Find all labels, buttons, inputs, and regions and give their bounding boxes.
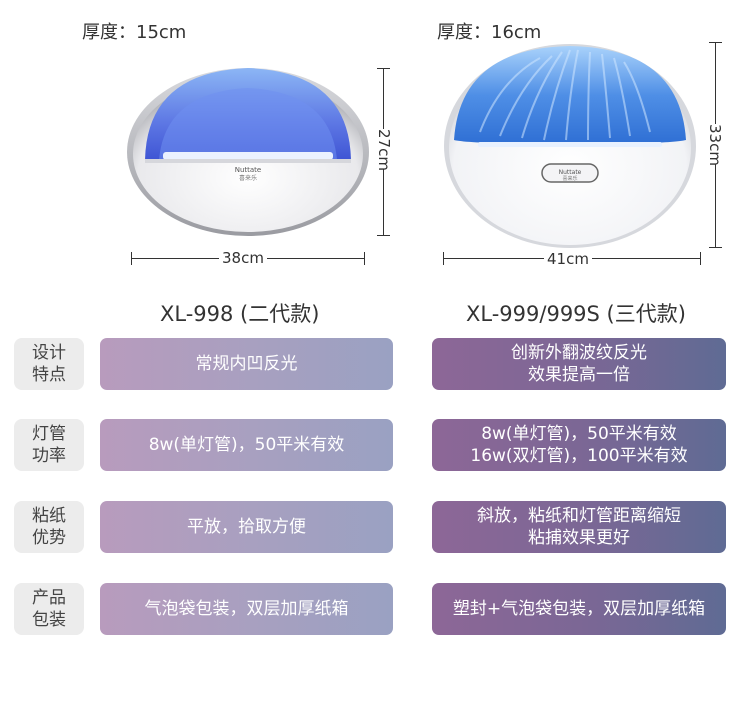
left-width-tick-start (131, 252, 132, 265)
row-label-packaging: 产品 包装 (14, 583, 84, 635)
cell-text: 创新外翻波纹反光 (511, 343, 647, 363)
row-label-line: 产品 (32, 588, 66, 608)
right-width-tick-start (443, 252, 444, 265)
right-height-tick-bottom (709, 247, 722, 248)
row-label-line: 包装 (32, 610, 66, 630)
row-label-line: 优势 (32, 528, 66, 548)
right-product-image: Nuttate 喜来乐 (444, 44, 696, 248)
left-height-label: 27cm (375, 129, 393, 171)
right-height-label: 33cm (706, 124, 724, 166)
left-logo-cn: 喜来乐 (239, 174, 257, 182)
left-height-tick-top (377, 68, 390, 69)
right-design-box: 创新外翻波纹反光 效果提高一倍 (432, 338, 726, 390)
row-label-line: 灯管 (32, 424, 66, 444)
right-logo-text: Nuttate (559, 169, 582, 176)
left-thickness: 厚度：15cm (82, 22, 187, 43)
left-model-title: XL-998 (二代款) (160, 302, 320, 326)
left-width-label: 38cm (219, 249, 267, 267)
left-packaging-box: 气泡袋包装，双层加厚纸箱 (100, 583, 393, 635)
right-height-tick-top (709, 42, 722, 43)
left-power-box: 8w(单灯管)，50平米有效 (100, 419, 393, 471)
left-height-tick-bottom (377, 235, 390, 236)
cell-text: 气泡袋包装，双层加厚纸箱 (144, 599, 349, 619)
right-power-box: 8w(单灯管)，50平米有效 16w(双灯管)，100平米有效 (432, 419, 726, 471)
row-label-line: 特点 (32, 365, 66, 385)
cell-text: 塑封+气泡袋包装，双层加厚纸箱 (452, 599, 706, 619)
left-design-box: 常规内凹反光 (100, 338, 393, 390)
cell-text: 16w(双灯管)，100平米有效 (470, 446, 688, 466)
row-label-power: 灯管 功率 (14, 419, 84, 471)
row-label-line: 功率 (32, 446, 66, 466)
right-thickness: 厚度：16cm (437, 22, 542, 43)
left-product-image: Nuttate 喜来乐 (127, 68, 369, 236)
right-logo-cn: 喜来乐 (562, 175, 577, 182)
cell-text: 常规内凹反光 (195, 354, 298, 374)
right-width-tick-end (700, 252, 701, 265)
cell-text: 效果提高一倍 (528, 365, 630, 385)
cell-text: 平放，拾取方便 (187, 517, 306, 537)
right-model-title: XL-999/999S (三代款) (466, 302, 686, 326)
right-packaging-box: 塑封+气泡袋包装，双层加厚纸箱 (432, 583, 726, 635)
cell-text: 8w(单灯管)，50平米有效 (148, 435, 345, 455)
right-width-label: 41cm (544, 250, 592, 268)
left-sticky-box: 平放，拾取方便 (100, 501, 393, 553)
left-logo-text: Nuttate (235, 166, 262, 174)
row-label-sticky: 粘纸 优势 (14, 501, 84, 553)
left-width-tick-end (364, 252, 365, 265)
row-label-line: 粘纸 (32, 506, 66, 526)
cell-text: 斜放，粘纸和灯管距离缩短 (477, 506, 681, 526)
cell-text: 粘捕效果更好 (528, 528, 630, 548)
right-sticky-box: 斜放，粘纸和灯管距离缩短 粘捕效果更好 (432, 501, 726, 553)
row-label-design: 设计 特点 (14, 338, 84, 390)
cell-text: 8w(单灯管)，50平米有效 (481, 424, 677, 444)
row-label-line: 设计 (32, 343, 66, 363)
